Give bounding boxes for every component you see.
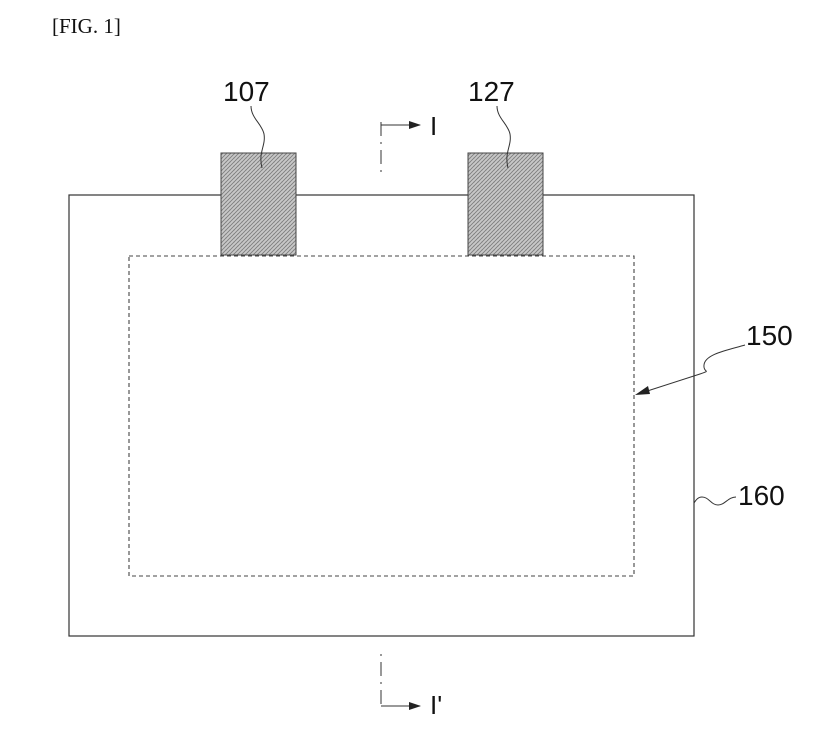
tab-107 [221, 153, 296, 255]
electrode-assembly-outline [129, 256, 634, 576]
label-160: 160 [738, 482, 785, 510]
pouch-case-outline [69, 195, 694, 636]
tab-127 [468, 153, 543, 255]
leader-150 [638, 345, 745, 394]
label-127: 127 [468, 78, 515, 106]
section-label-bottom: I' [430, 692, 442, 718]
arrow-head-150 [635, 386, 650, 395]
label-107: 107 [223, 78, 270, 106]
section-arrow-top-head [409, 121, 421, 129]
label-150: 150 [746, 322, 793, 350]
leader-160 [694, 497, 736, 505]
section-label-top: I [430, 113, 437, 139]
section-arrow-bottom-head [409, 702, 421, 710]
